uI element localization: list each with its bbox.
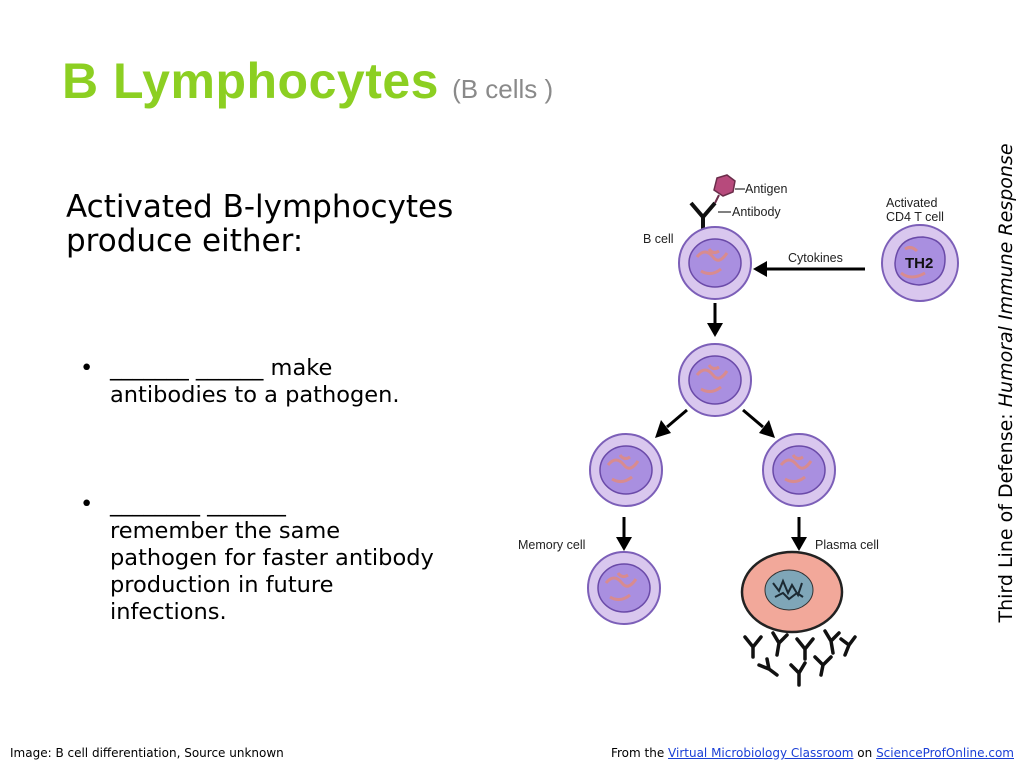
side-caption-italic: Humoral Immune Response — [995, 143, 1017, 408]
label-activated-line1: Activated — [886, 196, 937, 210]
intro-line-2: produce either: — [66, 223, 304, 259]
label-cytokines: Cytokines — [788, 251, 843, 265]
label-activated-line2: CD4 T cell — [886, 210, 944, 224]
intro-line-1: Activated B-lymphocytes — [66, 189, 454, 225]
b-cell-differentiation-diagram: Antigen Antibody B cell Activated CD4 T … — [518, 174, 959, 687]
footer-source: From the Virtual Microbiology Classroom … — [611, 746, 1014, 760]
fill-in-blank-1: _______ ______ — [110, 355, 264, 381]
arrow-right-down-icon — [742, 408, 775, 438]
label-th2: TH2 — [905, 255, 933, 272]
bullet-2-line-1: remember the same — [110, 518, 341, 544]
cytokines-arrow-icon — [753, 261, 865, 277]
antigen-icon — [713, 174, 736, 204]
bullet-1-line-2: antibodies to a pathogen. — [110, 382, 400, 408]
virtual-microbiology-link[interactable]: Virtual Microbiology Classroom — [668, 746, 854, 760]
memory-cell-icon — [587, 551, 661, 625]
label-memory-cell: Memory cell — [518, 538, 585, 552]
b-cell-left-icon — [589, 433, 663, 507]
bullet-2: • ________ _______ remember the same pat… — [80, 491, 510, 626]
bullet-dot: • — [80, 355, 94, 381]
b-cell-right-icon — [762, 433, 836, 507]
bullet-1-text: make — [263, 355, 333, 381]
footer-on: on — [853, 746, 877, 760]
arrow-left-down-icon — [655, 408, 688, 438]
plasma-cell-icon — [740, 550, 844, 634]
b-cell-icon — [678, 226, 752, 300]
antibodies-icon — [743, 629, 857, 687]
side-caption-prefix: Third Line of Defense: — [995, 407, 1017, 623]
footer-from: From the — [610, 746, 669, 760]
bullet-dot: • — [80, 491, 94, 517]
side-caption: Third Line of Defense: Humoral Immune Re… — [993, 113, 1019, 653]
image-credit: Image: B cell differentiation, Source un… — [10, 746, 284, 760]
title-subtitle: (B cells ) — [452, 74, 554, 104]
arrow-down-left-icon — [616, 517, 632, 551]
title-main: B Lymphocytes — [62, 53, 439, 109]
t-helper-cell-icon: TH2 — [881, 224, 959, 302]
arrow-down-icon — [707, 303, 723, 337]
bullet-2-line-4: infections. — [110, 599, 227, 625]
label-b-cell: B cell — [643, 232, 674, 246]
label-plasma-cell: Plasma cell — [815, 538, 879, 552]
label-antigen: Antigen — [745, 182, 787, 196]
arrow-down-right-icon — [791, 517, 807, 551]
intro-text: Activated B-lymphocytes produce either: — [66, 190, 526, 258]
bullet-1: • _______ ______ make antibodies to a pa… — [80, 355, 510, 409]
label-antibody: Antibody — [732, 205, 781, 219]
slide-title: B Lymphocytes (B cells ) — [62, 52, 553, 110]
b-cell-dividing-icon — [678, 343, 752, 417]
scienceprofonline-link[interactable]: ScienceProfOnline.com — [876, 746, 1014, 760]
bullet-2-line-2: pathogen for faster antibody — [110, 545, 434, 571]
bullet-2-line-3: production in future — [110, 572, 334, 598]
fill-in-blank-2: ________ _______ — [110, 491, 286, 517]
